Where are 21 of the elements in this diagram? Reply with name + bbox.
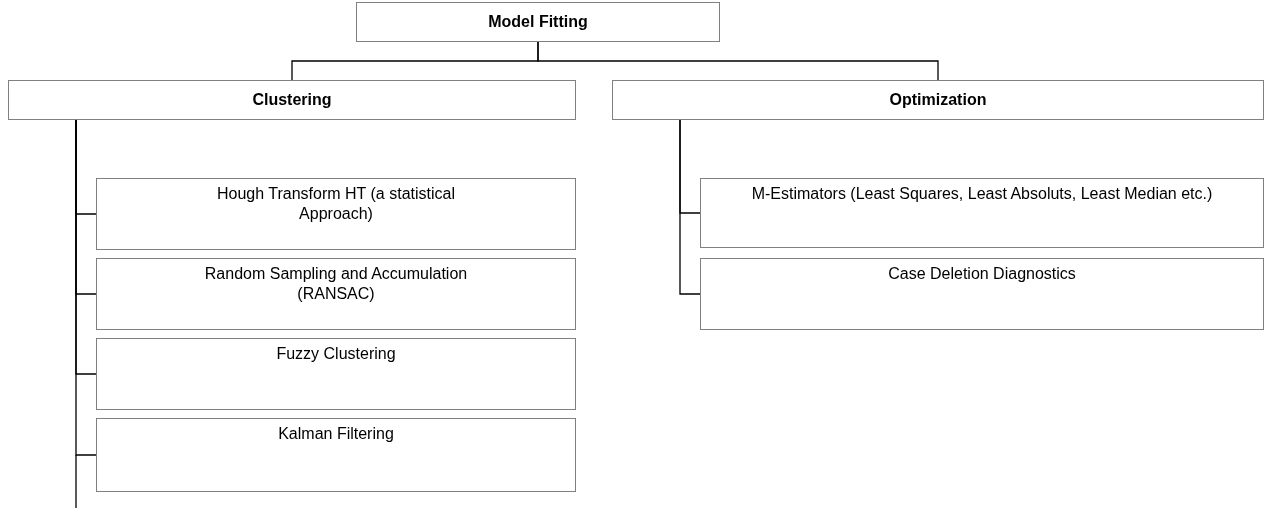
node-label: Clustering bbox=[252, 90, 332, 110]
process-box bbox=[612, 80, 1264, 120]
process-box bbox=[356, 2, 720, 42]
node-label: Hough Transform HT (a statistical Approach) bbox=[216, 184, 456, 224]
connector-line bbox=[75, 119, 97, 456]
node-label: Fuzzy Clustering bbox=[275, 344, 397, 364]
process-box bbox=[96, 258, 576, 330]
node-label: Model Fitting bbox=[488, 12, 588, 32]
node-label: M-Estimators (Least Squares, Least Absoluts, Least Median etc.) bbox=[750, 184, 1214, 204]
node-label: Case Deletion Diagnostics bbox=[887, 264, 1077, 284]
connector-line bbox=[537, 41, 939, 81]
node-label: Optimization bbox=[889, 90, 987, 110]
process-box bbox=[700, 178, 1264, 248]
process-box bbox=[700, 258, 1264, 330]
process-box bbox=[96, 418, 576, 492]
process-box bbox=[96, 338, 576, 410]
process-box bbox=[8, 80, 576, 120]
process-box bbox=[96, 178, 576, 250]
node-label: Random Sampling and Accumulation (RANSAC) bbox=[203, 264, 469, 304]
connector-line bbox=[679, 119, 701, 295]
node-label: Kalman Filtering bbox=[277, 424, 395, 444]
